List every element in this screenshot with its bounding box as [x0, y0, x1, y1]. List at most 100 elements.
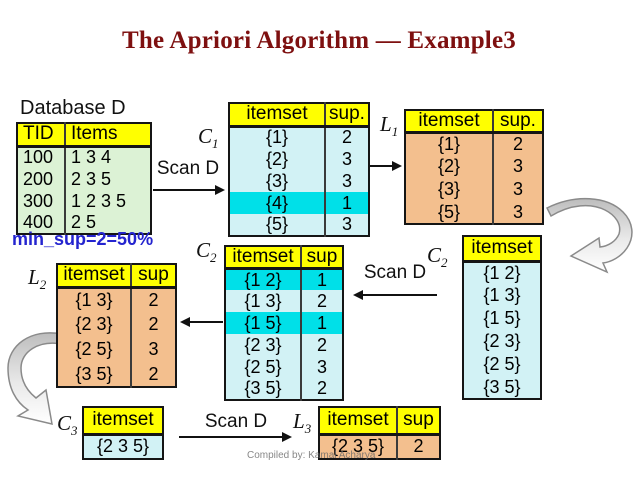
- table-row: {3}3: [229, 170, 369, 192]
- table-row: {2 3}2: [225, 334, 343, 357]
- table-cell: 1: [324, 192, 369, 214]
- table-cell: 3: [324, 214, 369, 236]
- c2-counted-label-sub: 2: [210, 250, 217, 265]
- column-header: itemset: [405, 110, 493, 134]
- table-cell: 3: [492, 178, 543, 202]
- table-row: {1 3}2: [57, 287, 176, 312]
- table-cell: {2 3 5}: [319, 434, 397, 459]
- table-row: {2}3: [405, 155, 543, 179]
- c1-label-sub: 1: [212, 136, 219, 151]
- scan-arrow-right-icon-3: [179, 432, 292, 442]
- scan-arrow-left-icon: [353, 290, 437, 300]
- table-cell: {4}: [229, 192, 325, 214]
- table-cell: 3: [324, 148, 369, 170]
- table-row: {1}2: [229, 126, 369, 148]
- table-cell: 2: [130, 362, 176, 387]
- table-cell: {2 5}: [463, 353, 541, 376]
- c2-to-l2-arrow-icon: [180, 317, 223, 327]
- table-cell: {2 3}: [225, 334, 301, 357]
- table-cell: 2: [300, 334, 343, 357]
- table-row: {2 5}3: [225, 356, 343, 379]
- table-cell: {3 5}: [225, 378, 301, 401]
- table-row: {5}3: [405, 201, 543, 225]
- c3-label-base: C: [57, 411, 72, 435]
- table-cell: 1 2 3 5: [64, 190, 151, 212]
- table-row: {3 5}2: [225, 378, 343, 401]
- table-row: {1 5}: [463, 307, 541, 330]
- column-header: Items: [64, 123, 151, 148]
- table-cell: 2: [396, 434, 440, 459]
- table-row: {2 3 5}: [83, 434, 163, 459]
- l2-label: L2: [28, 265, 46, 293]
- table-cell: {1}: [229, 126, 325, 148]
- table-cell: 2: [300, 290, 343, 313]
- scan-d-label-3: Scan D: [204, 411, 268, 432]
- scan-d-label-2: Scan D: [363, 262, 427, 283]
- curved-arrow-down-right-icon: [7, 332, 63, 425]
- table-cell: {2 3}: [463, 330, 541, 353]
- table-cell: 2: [324, 126, 369, 148]
- table-cell: {1 3}: [225, 290, 301, 313]
- scan-arrow-right-icon-1: [153, 185, 225, 195]
- table-row: {5}3: [229, 214, 369, 236]
- column-header: itemset: [83, 407, 163, 436]
- table-header-row: itemset: [83, 407, 163, 436]
- table-row: {1 5}1: [225, 312, 343, 335]
- table-row: {3 5}2: [57, 362, 176, 387]
- column-header: itemset: [463, 236, 541, 263]
- table-header-row: itemset: [463, 236, 541, 263]
- c1-label-base: C: [198, 124, 213, 148]
- column-header: itemset: [57, 264, 131, 289]
- column-header: sup: [396, 407, 440, 436]
- table-cell: 3: [300, 356, 343, 379]
- l3-label: L3: [293, 409, 311, 437]
- table-cell: 2 3 5: [64, 168, 151, 190]
- table-cell: {1 2}: [463, 261, 541, 284]
- table-row: {1 2}: [463, 261, 541, 284]
- table-row: {2 5}3: [57, 337, 176, 362]
- table-row: {2 3 5}2: [319, 434, 440, 459]
- table-row: {3 5}: [463, 376, 541, 399]
- column-header: itemset: [225, 246, 301, 270]
- table-cell: 3: [492, 201, 543, 225]
- c2-counted-label: C2: [196, 238, 217, 266]
- table-cell: 300: [17, 190, 65, 212]
- c1-to-l1-arrow-icon: [370, 161, 402, 171]
- table-cell: {3 5}: [463, 376, 541, 399]
- watermark: Compiled by: Kamal Acharya: [247, 450, 376, 461]
- table-row: {2 3}: [463, 330, 541, 353]
- l1-label: L1: [380, 112, 398, 140]
- slide-title: The Apriori Algorithm — Example3: [122, 27, 516, 54]
- table-cell: {1 5}: [463, 307, 541, 330]
- table-row: {1 2}1: [225, 268, 343, 291]
- table-cell: 2: [130, 312, 176, 337]
- table-row: {2 3}2: [57, 312, 176, 337]
- c2-counted-label-base: C: [196, 238, 211, 262]
- l2-label-base: L: [28, 265, 40, 289]
- table-cell: {2 5}: [225, 356, 301, 379]
- table-cell: {3}: [405, 178, 493, 202]
- table-row: {2}3: [229, 148, 369, 170]
- table-cell: 2 5: [64, 212, 151, 234]
- column-header: itemset: [319, 407, 397, 436]
- table-cell: {1 5}: [225, 312, 301, 335]
- table-cell: {2}: [229, 148, 325, 170]
- table-cell: {2 3 5}: [83, 434, 163, 459]
- column-header: sup: [130, 264, 176, 289]
- table-row: {1 3}2: [225, 290, 343, 313]
- c2-candidates-table: itemset{1 2}{1 3}{1 5}{2 3}{2 5}{3 5}: [462, 235, 542, 400]
- l1-label-sub: 1: [391, 124, 399, 139]
- column-header: itemset: [229, 103, 325, 128]
